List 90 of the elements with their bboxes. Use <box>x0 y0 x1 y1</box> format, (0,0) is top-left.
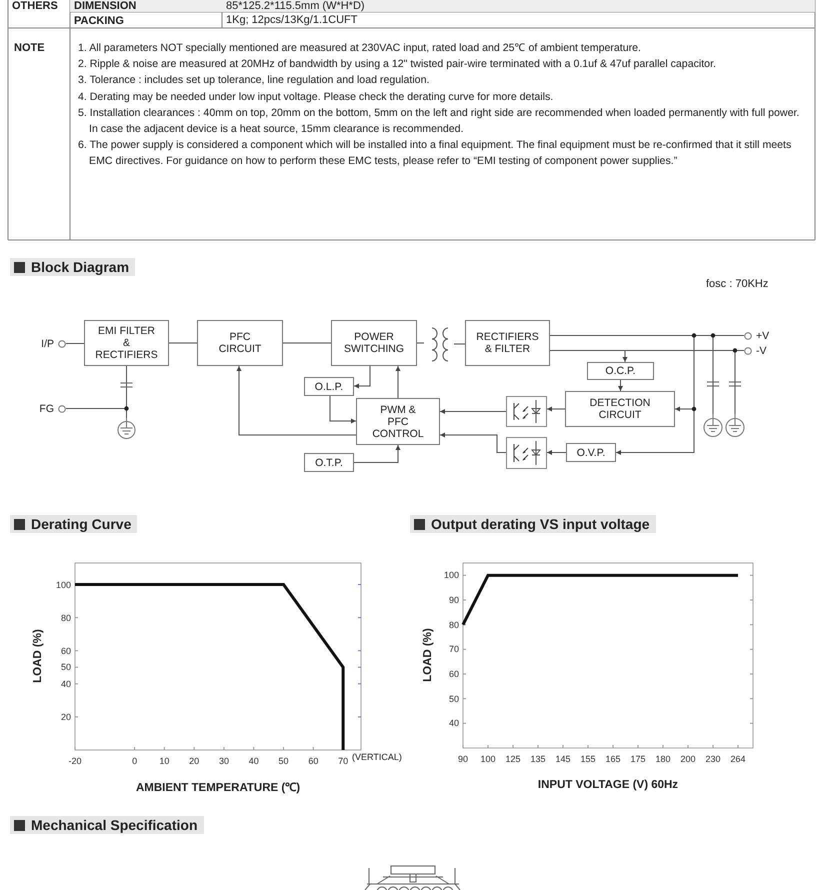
axis-title: LOAD (%) <box>32 628 44 684</box>
axis-title: INPUT VOLTAGE (V) 60Hz <box>536 779 680 791</box>
process-box: PFC CIRCUIT <box>197 320 283 366</box>
arrow <box>236 366 356 436</box>
note-text: 5. Installation clearances : 40mm on top, 20mm on the bottom, 5mm on the left and right side are recommended when loaded permanently with full power. In case the adjacent device is a heat source, 15mm clearance is recommended. <box>78 106 800 138</box>
connector-line <box>416 342 424 344</box>
tick-label: 125 <box>504 754 522 764</box>
axis-title: LOAD (%) <box>422 626 434 684</box>
arrow <box>550 350 628 362</box>
tick-label: 20 <box>188 756 200 766</box>
tick-label: 60 <box>307 756 320 766</box>
process-box: DETECTION CIRCUIT <box>565 391 675 427</box>
process-box: O.V.P. <box>566 443 616 462</box>
terminal-label: I/P <box>41 338 54 350</box>
tick-label: 80 <box>60 612 71 623</box>
terminal-label: +V <box>756 330 770 342</box>
process-box: EMI FILTER & RECTIFIERS <box>84 320 169 366</box>
tick-label: 175 <box>629 754 647 764</box>
tick-label: 165 <box>604 754 622 764</box>
row-header: OTHERS <box>12 0 58 12</box>
arrow <box>546 406 566 412</box>
optocoupler-symbol <box>506 437 547 469</box>
tick-label: 90 <box>448 595 459 605</box>
arrow <box>440 432 506 453</box>
section-heading: Mechanical Specification <box>31 817 198 833</box>
ground-symbol <box>703 414 723 438</box>
process-box: O.L.P. <box>304 377 354 396</box>
tick-label: 40 <box>248 756 260 766</box>
frequency-note: fosc : 70KHz <box>706 278 768 290</box>
tick-label: 230 <box>704 754 722 764</box>
process-box: O.C.P. <box>587 362 654 380</box>
row-header: DIMENSION <box>74 0 136 12</box>
arrow <box>618 380 623 392</box>
tick-label: 40 <box>448 718 459 728</box>
note-text: 2. Ripple & noise are measured at 20MHz of bandwidth by using a 12" twisted pair-wire terminated with a 0.1uf & 47uf parallel capacitor. <box>78 57 717 72</box>
arrow <box>330 396 356 424</box>
axis-title: AMBIENT TEMPERATURE (℃) <box>134 781 302 794</box>
arrow <box>354 444 400 463</box>
ground-symbol <box>725 414 745 438</box>
tick-label: 60 <box>448 669 459 679</box>
tick-label: 50 <box>60 662 71 672</box>
tick-label: 135 <box>529 754 547 764</box>
tick-label: 264 <box>729 754 747 764</box>
process-box <box>465 320 550 366</box>
optocoupler-symbol <box>506 396 547 427</box>
note-text: 1. All parameters NOT specially mentioned are measured at 230VAC input, rated load and 25℃ of ambient temperature. <box>78 41 642 56</box>
section-heading: Block Diagram <box>31 259 130 275</box>
tick-label: -20 <box>67 756 82 766</box>
tick-label: 100 <box>54 580 71 590</box>
tick-label: 145 <box>554 754 572 764</box>
process-box: POWER SWITCHING <box>331 320 417 366</box>
process-box: PWM & PFC CONTROL <box>356 398 440 445</box>
row-header: PACKING <box>74 15 124 27</box>
tick-label: 60 <box>60 646 71 656</box>
terminal-label: FG <box>39 402 54 414</box>
note-text: 3. Tolerance : includes set up tolerance, line regulation and load regulation. <box>78 73 430 88</box>
tick-label: 10 <box>158 756 170 766</box>
tick-label: 100 <box>479 754 497 764</box>
process-box: O.T.P. <box>304 453 354 472</box>
arrow <box>546 450 566 455</box>
section-heading: Output derating VS input voltage <box>431 516 650 532</box>
tick-label: 30 <box>218 756 230 766</box>
tick-label: 20 <box>60 712 71 722</box>
tick-label: 70 <box>448 644 459 654</box>
arrow <box>396 366 400 398</box>
terminal-label: -V <box>756 344 766 356</box>
tick-label: 200 <box>679 754 697 764</box>
tick-label: 100 <box>442 570 459 580</box>
connector-line <box>168 342 198 344</box>
axis-note: (VERTICAL) <box>352 751 402 763</box>
tick-label: 180 <box>654 754 672 764</box>
tick-label: 50 <box>278 756 290 766</box>
arrow <box>354 366 370 388</box>
note-text: 4. Derating may be needed under low input voltage. Please check the derating curve for more details. <box>78 90 554 105</box>
connector-line <box>66 343 84 344</box>
tick-label: 155 <box>579 754 597 764</box>
tick-label: 50 <box>448 694 459 704</box>
spec-value: 1Kg; 12pcs/13Kg/1.1CUFT <box>226 14 358 26</box>
row-header: NOTE <box>14 42 45 54</box>
box-text: RECTIFIERS & FILTER <box>476 331 539 355</box>
section-heading: Derating Curve <box>31 516 132 532</box>
tick-label: 90 <box>456 754 469 764</box>
note-text: 6. The power supply is considered a component which will be installed into a final equipment. The final equipment must be re-confirmed that it still meets EMC directives. For guidance on how to perform these EMC tests, please refer to “EMI testing of component power supplies.” <box>78 138 792 170</box>
tick-label: 40 <box>60 678 71 689</box>
connector-line <box>282 342 332 344</box>
ground-symbol <box>117 418 136 440</box>
tick-label: 0 <box>131 756 138 766</box>
tick-label: 80 <box>448 620 459 630</box>
arrow <box>440 409 506 414</box>
spec-value: 85*125.2*115.5mm (W*H*D) <box>226 0 365 12</box>
